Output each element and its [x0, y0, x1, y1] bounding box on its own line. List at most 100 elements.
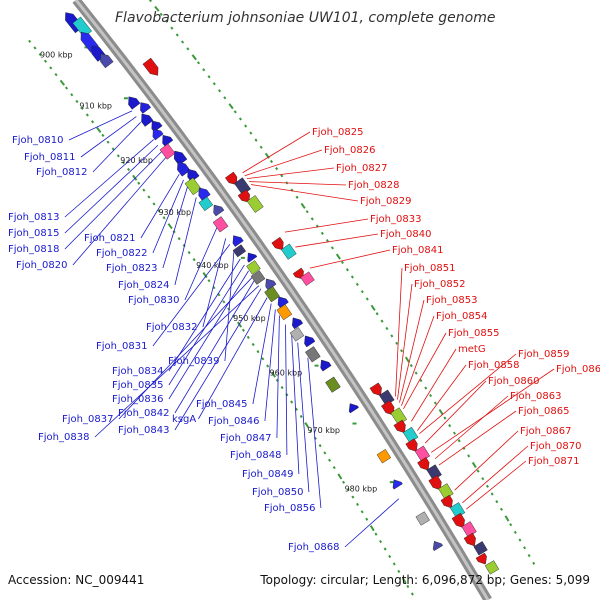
marker-dot [304, 422, 310, 429]
gene-label-right: Fjoh_0840 [380, 229, 431, 240]
leader-line [411, 348, 457, 422]
gene-label-right: Fjoh_0860 [488, 376, 539, 387]
marker-dot [313, 436, 317, 440]
marker-dot [106, 140, 110, 144]
marker-dot [365, 297, 369, 301]
gene-feature [300, 271, 315, 286]
marker-dot [148, 0, 153, 3]
gene-feature [212, 216, 229, 233]
gene-feature [348, 403, 359, 414]
marker-dot [238, 117, 242, 121]
leader-line [454, 430, 519, 491]
leader-line [64, 139, 154, 218]
marker-dot [280, 385, 284, 390]
marker-dot [159, 12, 163, 16]
gene-feature [376, 449, 392, 464]
gene-label-left: Fjoh_0813 [8, 212, 59, 223]
gene-feature [304, 335, 316, 348]
marker-dot [481, 477, 485, 481]
marker-dot [518, 538, 522, 542]
marker-dot [392, 562, 396, 566]
marker-dot [295, 195, 299, 199]
gene-label-left: Fjoh_0838 [38, 432, 89, 443]
marker-dot [369, 525, 375, 532]
gene-feature [140, 102, 152, 114]
leader-line [424, 380, 487, 444]
marker-dot [266, 364, 270, 368]
gene-label-left: Fjoh_0836 [112, 394, 163, 405]
marker-dot [380, 319, 384, 323]
marker-dot [414, 371, 418, 375]
leader-line [434, 395, 509, 460]
gene-feature [393, 419, 406, 434]
marker-dot [270, 371, 276, 378]
leader-line [246, 167, 335, 180]
marker-dot [127, 167, 131, 172]
marker-dot [342, 480, 346, 484]
gene-label-left: Fjoh_0811 [24, 152, 75, 163]
gene-feature [381, 400, 395, 416]
gene-feature [225, 171, 238, 185]
marker-dot [448, 424, 452, 428]
leader-line [295, 233, 379, 248]
marker-dot [244, 124, 248, 128]
gene-feature [484, 560, 500, 575]
gene-label-left: Fjoh_0834 [112, 366, 163, 377]
leader-line [285, 324, 288, 456]
gene-feature [128, 96, 141, 110]
gene-label-left: Fjoh_0835 [112, 380, 163, 391]
kbp-tick-label: 920 kbp [120, 156, 153, 165]
marker-dot-tracks [28, 0, 536, 600]
leader-line [68, 110, 133, 141]
marker-dot [154, 5, 160, 12]
gene-feature [152, 128, 164, 141]
marker-dot [121, 161, 126, 165]
gene-label-left: Fjoh_0846 [208, 416, 259, 427]
marker-dot [476, 469, 480, 473]
gene-feature [142, 57, 159, 76]
marker-dot [33, 46, 37, 50]
marker-dot [388, 554, 392, 559]
marker-dot [217, 89, 222, 93]
leader-line [168, 270, 249, 400]
marker-dot [401, 577, 407, 584]
marker-dot [309, 429, 313, 433]
leader-line [291, 333, 300, 475]
marker-dot [207, 75, 211, 79]
marker-dot [318, 444, 322, 448]
marker-dot [162, 216, 166, 220]
marker-dot [471, 461, 477, 469]
gene-feature [246, 260, 261, 275]
marker-dot [360, 510, 364, 514]
marker-dot [379, 539, 383, 544]
marker-dot [337, 473, 343, 480]
leader-line [174, 197, 197, 286]
gene-feature [232, 244, 247, 258]
gene-label-left: Fjoh_0822 [96, 248, 147, 259]
marker-dot [452, 431, 456, 435]
kbp-tick-label: 980 kbp [345, 485, 378, 494]
gene-label-left: Fjoh_0830 [128, 295, 179, 306]
marker-dot [410, 592, 414, 596]
marker-dot [532, 561, 536, 565]
marker-dot [249, 131, 253, 135]
gene-feature [414, 445, 431, 462]
gene-feature [463, 532, 476, 547]
gene-label-right: Fjoh_0828 [348, 180, 399, 191]
leader-line [397, 283, 413, 400]
marker-dot [397, 569, 401, 574]
marker-dot [404, 356, 410, 363]
marker-dot [375, 312, 379, 316]
marker-dot [400, 349, 404, 353]
kbp-tick-label: 930 kbp [158, 208, 191, 217]
gene-label-right: Fjoh_0825 [312, 127, 363, 138]
leader-line [72, 156, 167, 266]
marker-dot [527, 553, 531, 558]
gene-label-left: Fjoh_0845 [196, 399, 247, 410]
gene-feature [432, 541, 443, 551]
gene-feature [247, 252, 258, 263]
marker-dot [137, 181, 141, 185]
gene-label-right: metG [458, 344, 486, 355]
marker-dot [223, 96, 227, 100]
